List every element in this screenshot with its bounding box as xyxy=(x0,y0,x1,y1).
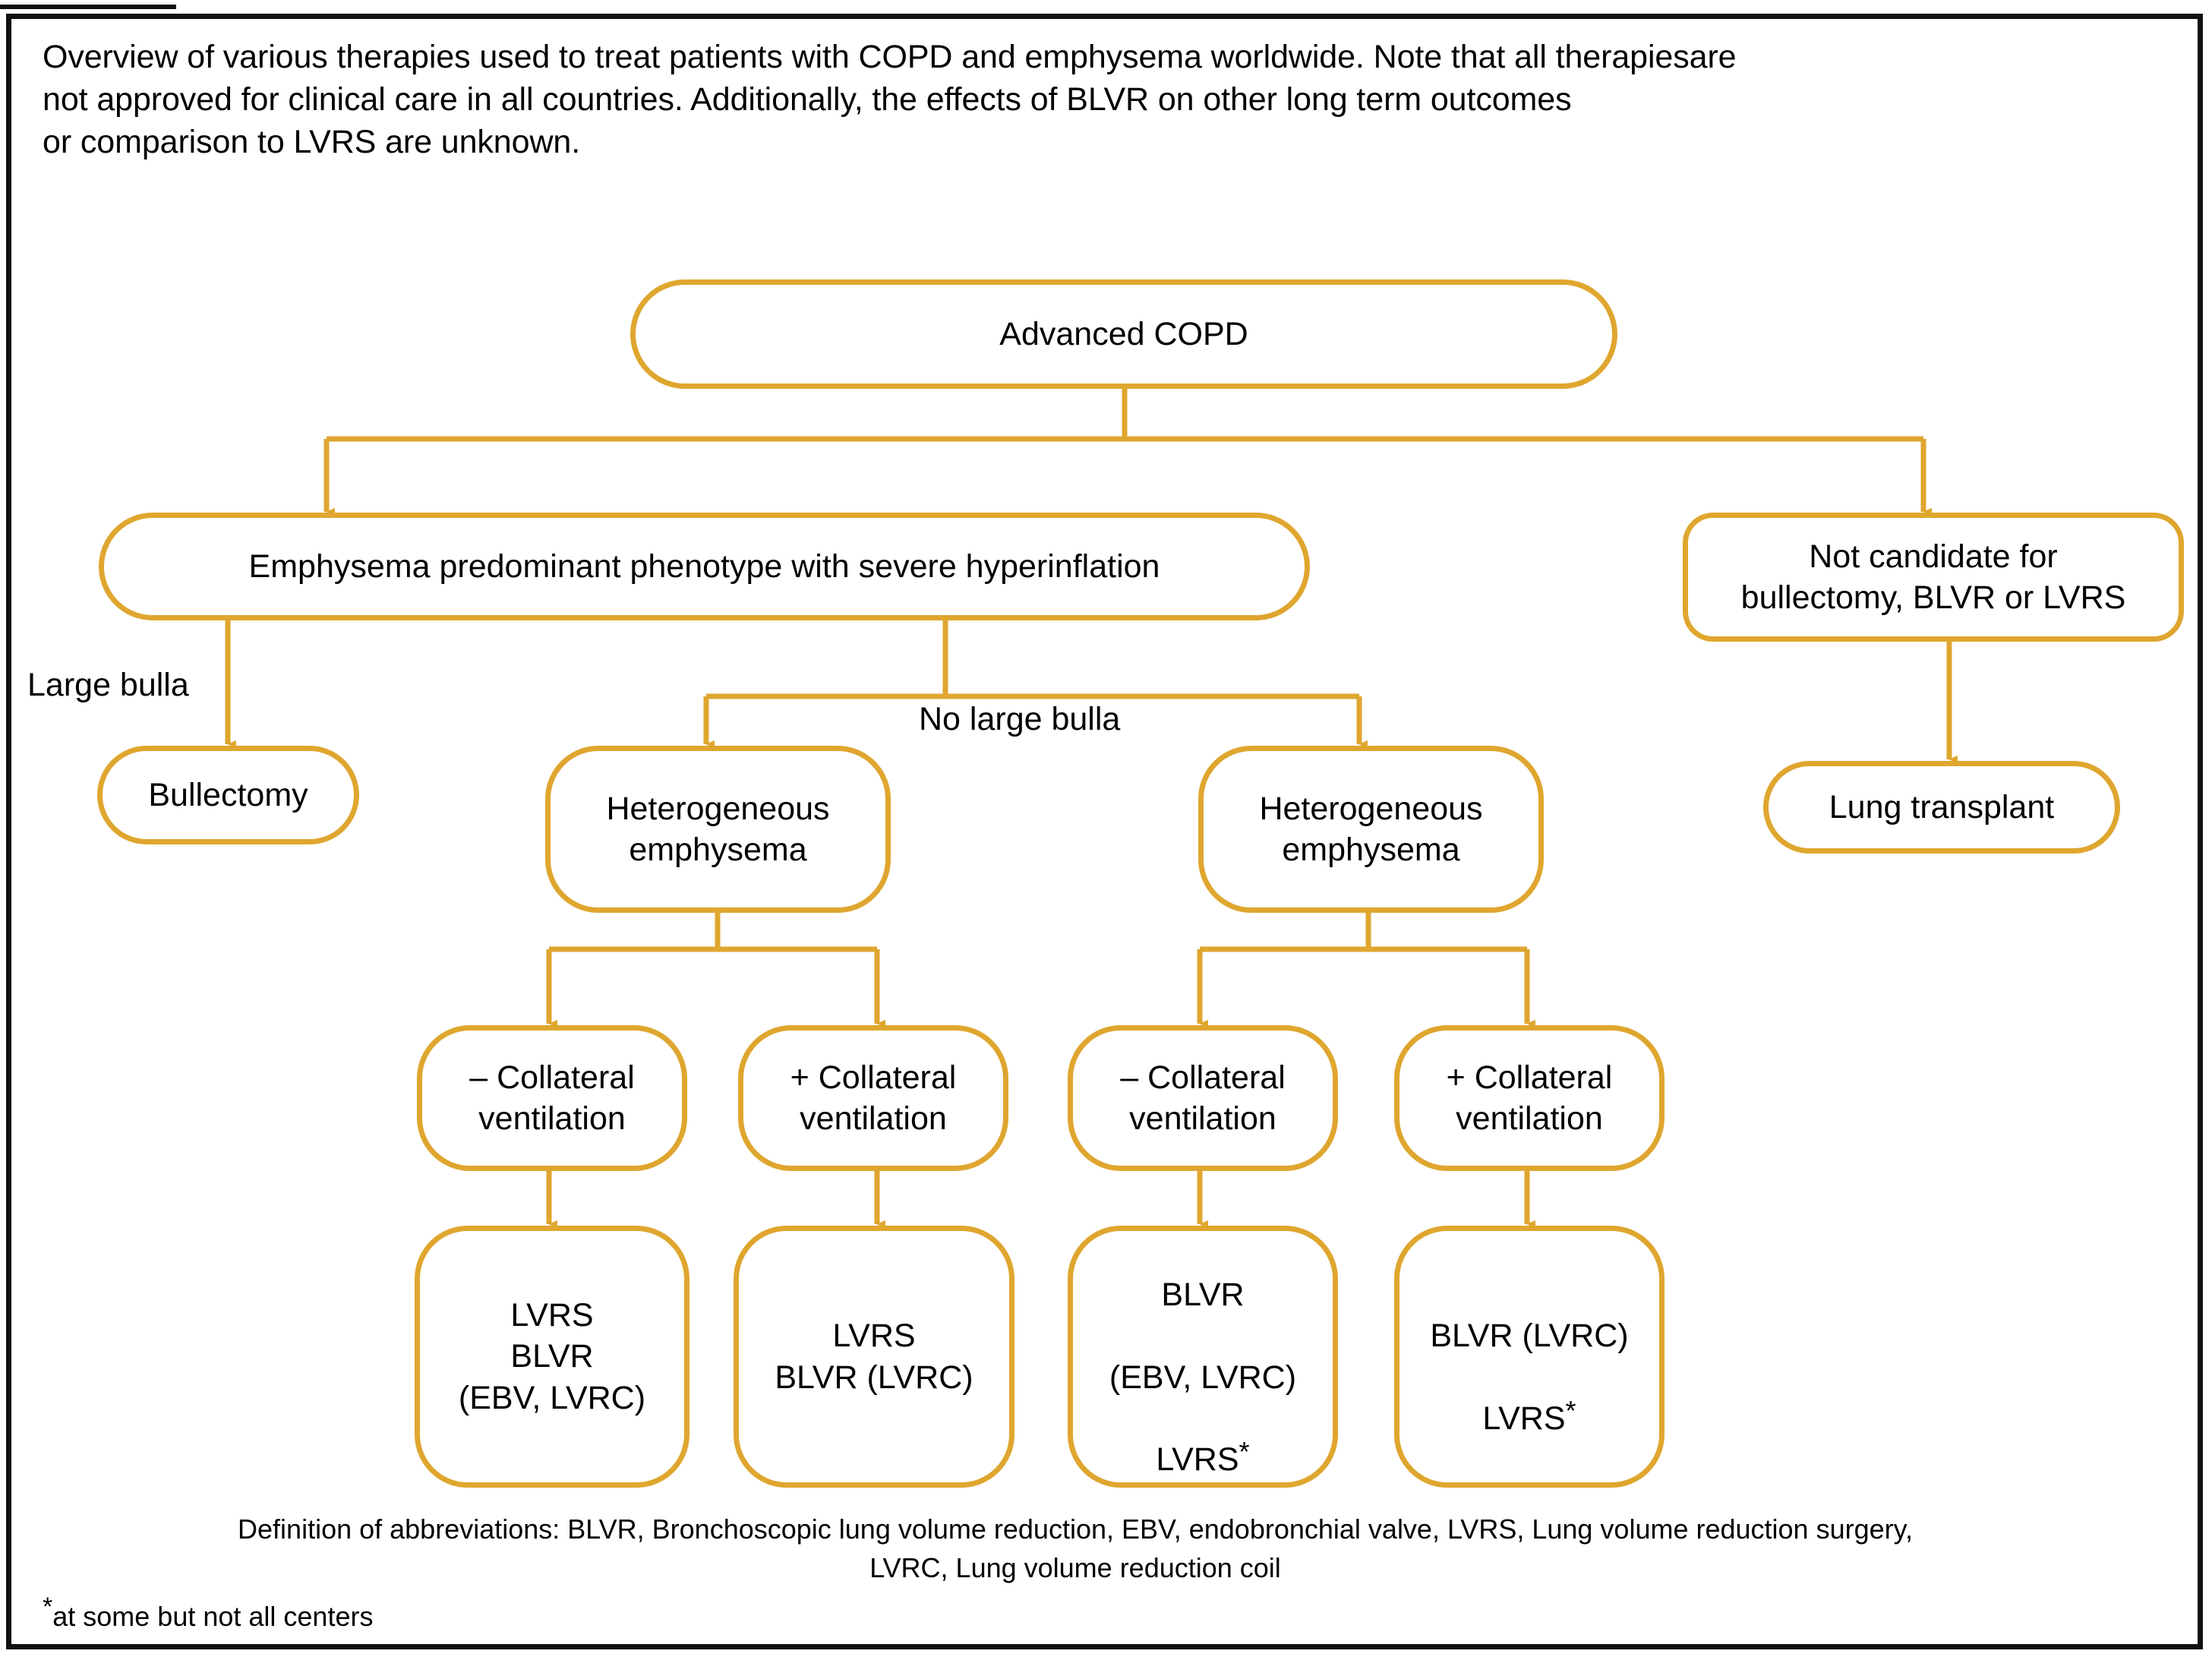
node-collateral-ventilation-positive-2[interactable]: + Collateral ventilation xyxy=(1394,1025,1665,1171)
node-therapy-blvr-lvrc-lvrs-star-label: BLVR (LVRC) LVRS* xyxy=(1430,1274,1628,1439)
node-collateral-ventilation-negative-2-label: – Collateral ventilation xyxy=(1120,1059,1286,1137)
node-emphysema-phenotype-label: Emphysema predominant phenotype with sev… xyxy=(248,548,1160,585)
therapy-4-line-2: LVRS xyxy=(1482,1400,1566,1437)
therapy-3-asterisk: * xyxy=(1239,1435,1250,1467)
node-bullectomy-label: Bullectomy xyxy=(148,776,308,813)
node-advanced-copd-label: Advanced COPD xyxy=(999,315,1248,352)
asterisk-note-text: at some but not all centers xyxy=(52,1601,374,1633)
node-heterogeneous-emphysema-1-label: Heterogeneous emphysema xyxy=(606,790,830,868)
node-not-candidate-label: Not candidate for bullectomy, BLVR or LV… xyxy=(1740,538,2126,616)
node-collateral-ventilation-positive-1-label: + Collateral ventilation xyxy=(790,1059,957,1137)
node-lung-transplant-label: Lung transplant xyxy=(1829,788,2055,825)
node-collateral-ventilation-positive-2-label: + Collateral ventilation xyxy=(1446,1059,1613,1137)
edge-label-no-large-bulla-text: No large bulla xyxy=(919,701,1121,737)
node-therapy-blvr-lvrc-lvrs-star[interactable]: BLVR (LVRC) LVRS* xyxy=(1394,1226,1665,1488)
asterisk-note: *at some but not all centers xyxy=(43,1594,2108,1633)
node-collateral-ventilation-positive-1[interactable]: + Collateral ventilation xyxy=(738,1025,1008,1171)
node-therapy-blvr-ebv-lvrc-lvrs-star[interactable]: BLVR (EBV, LVRC) LVRS* xyxy=(1068,1226,1338,1488)
node-collateral-ventilation-negative-1-label: – Collateral ventilation xyxy=(469,1059,635,1137)
node-collateral-ventilation-negative-2[interactable]: – Collateral ventilation xyxy=(1068,1025,1338,1171)
node-lung-transplant[interactable]: Lung transplant xyxy=(1763,761,2120,854)
node-therapy-lvrs-blvr-ebv-lvrc[interactable]: LVRS BLVR (EBV, LVRC) xyxy=(415,1226,689,1488)
abbreviations-note: Definition of abbreviations: BLVR, Bronc… xyxy=(238,1513,1913,1584)
node-therapy-lvrs-blvr-lvrc-label: LVRS BLVR (LVRC) xyxy=(775,1318,973,1396)
node-collateral-ventilation-negative-1[interactable]: – Collateral ventilation xyxy=(417,1025,687,1171)
node-heterogeneous-emphysema-2[interactable]: Heterogeneous emphysema xyxy=(1198,746,1544,913)
node-emphysema-phenotype[interactable]: Emphysema predominant phenotype with sev… xyxy=(99,513,1310,620)
figure-caption: Overview of various therapies used to tr… xyxy=(43,36,2047,164)
therapy-3-line-1: BLVR xyxy=(1161,1277,1245,1314)
edge-label-large-bulla-text: Large bulla xyxy=(27,667,189,703)
node-heterogeneous-emphysema-1[interactable]: Heterogeneous emphysema xyxy=(545,746,891,913)
node-not-candidate[interactable]: Not candidate for bullectomy, BLVR or LV… xyxy=(1683,513,2184,642)
therapy-3-line-3: LVRS xyxy=(1156,1441,1239,1478)
edge-label-large-bulla: Large bulla xyxy=(27,667,189,704)
node-therapy-blvr-ebv-lvrc-lvrs-star-label: BLVR (EBV, LVRC) LVRS* xyxy=(1109,1233,1296,1480)
edge-label-no-large-bulla: No large bulla xyxy=(919,701,1120,738)
node-therapy-lvrs-blvr-lvrc[interactable]: LVRS BLVR (LVRC) xyxy=(734,1226,1014,1488)
node-advanced-copd[interactable]: Advanced COPD xyxy=(630,279,1617,389)
caption-line-2: not approved for clinical care in all co… xyxy=(43,80,1572,118)
node-bullectomy[interactable]: Bullectomy xyxy=(97,746,359,844)
figure-footnotes: Definition of abbreviations: BLVR, Bronc… xyxy=(43,1510,2108,1633)
therapy-3-line-2: (EBV, LVRC) xyxy=(1109,1359,1297,1396)
frame-top-sliver xyxy=(0,5,176,14)
therapy-4-asterisk: * xyxy=(1565,1394,1576,1426)
node-therapy-lvrs-blvr-ebv-lvrc-label: LVRS BLVR (EBV, LVRC) xyxy=(458,1297,646,1416)
caption-line-1: Overview of various therapies used to tr… xyxy=(43,39,1737,75)
asterisk-note-marker: * xyxy=(43,1592,53,1622)
node-heterogeneous-emphysema-2-label: Heterogeneous emphysema xyxy=(1259,790,1483,868)
therapy-4-line-1: BLVR (LVRC) xyxy=(1430,1318,1629,1355)
caption-line-3: or comparison to LVRS are unknown. xyxy=(43,123,581,160)
